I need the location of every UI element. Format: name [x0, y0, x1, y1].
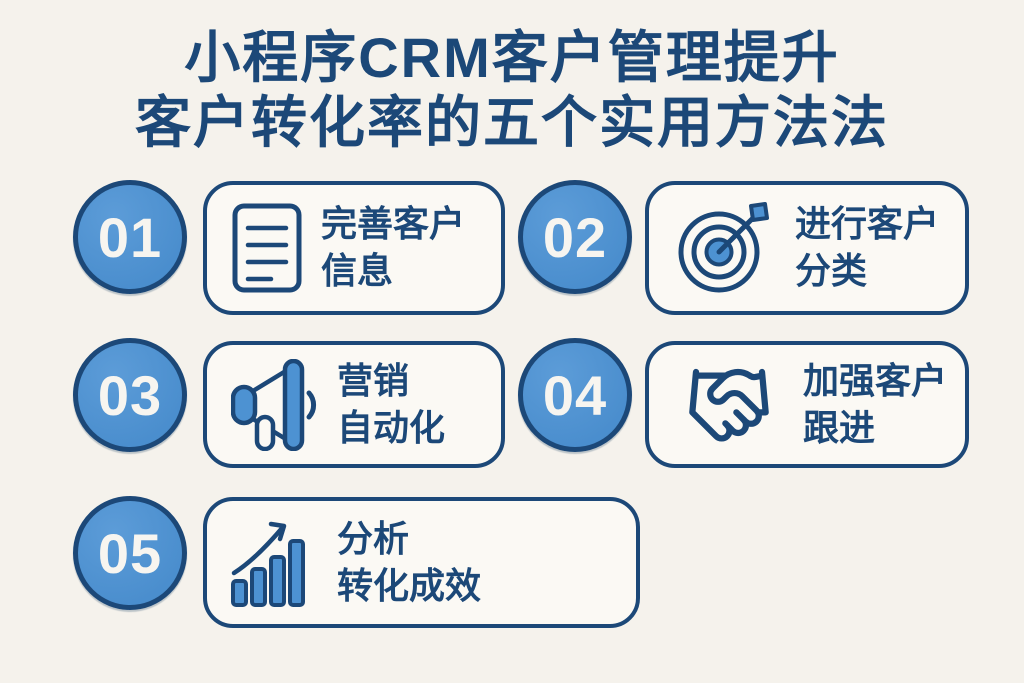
label-line-2: 跟进: [803, 406, 876, 448]
number-text: 03: [97, 363, 163, 427]
page-title: 小程序CRM客户管理提升 客户转化率的五个实用方法法: [0, 26, 1024, 156]
number-badge-02: 02: [518, 180, 632, 294]
megaphone-icon: [231, 358, 319, 451]
document-icon: [231, 202, 303, 294]
growth-chart-icon: [231, 517, 319, 609]
item-label: 完善客户 信息: [321, 201, 465, 295]
label-line-2: 分类: [795, 250, 868, 291]
label-line-2: 自动化: [337, 406, 446, 448]
card-conversion-analysis: 分析 转化成效: [203, 497, 640, 628]
card-customer-follow-up: 加强客户 跟进: [645, 341, 969, 468]
number-text: 02: [542, 205, 608, 269]
label-line-1: 加强客户: [803, 359, 948, 401]
label-line-1: 营销: [337, 359, 410, 401]
card-customer-segmentation: 进行客户 分类: [645, 181, 969, 315]
card-marketing-automation: 营销 自动化: [203, 341, 505, 468]
title-line-2: 客户转化率的五个实用方法法: [135, 90, 889, 154]
number-badge-04: 04: [518, 338, 632, 452]
label-line-1: 进行客户: [795, 203, 940, 245]
item-label: 营销 自动化: [337, 358, 445, 452]
target-icon: [673, 200, 777, 296]
number-text: 04: [542, 363, 608, 427]
number-badge-01: 01: [73, 180, 187, 294]
number-text: 01: [97, 205, 163, 269]
label-line-2: 转化成效: [337, 564, 482, 606]
item-label: 加强客户 跟进: [803, 358, 947, 452]
number-text: 05: [97, 521, 163, 585]
number-badge-03: 03: [73, 338, 187, 452]
handshake-icon: [673, 361, 785, 449]
item-label: 进行客户 分类: [795, 201, 939, 295]
label-line-2: 信息: [321, 250, 394, 291]
label-line-1: 分析: [337, 517, 410, 559]
card-complete-customer-info: 完善客户 信息: [203, 181, 505, 315]
label-line-1: 完善客户: [321, 203, 466, 245]
number-badge-05: 05: [73, 496, 187, 610]
item-label: 分析 转化成效: [337, 516, 481, 610]
title-line-1: 小程序CRM客户管理提升: [184, 26, 840, 89]
